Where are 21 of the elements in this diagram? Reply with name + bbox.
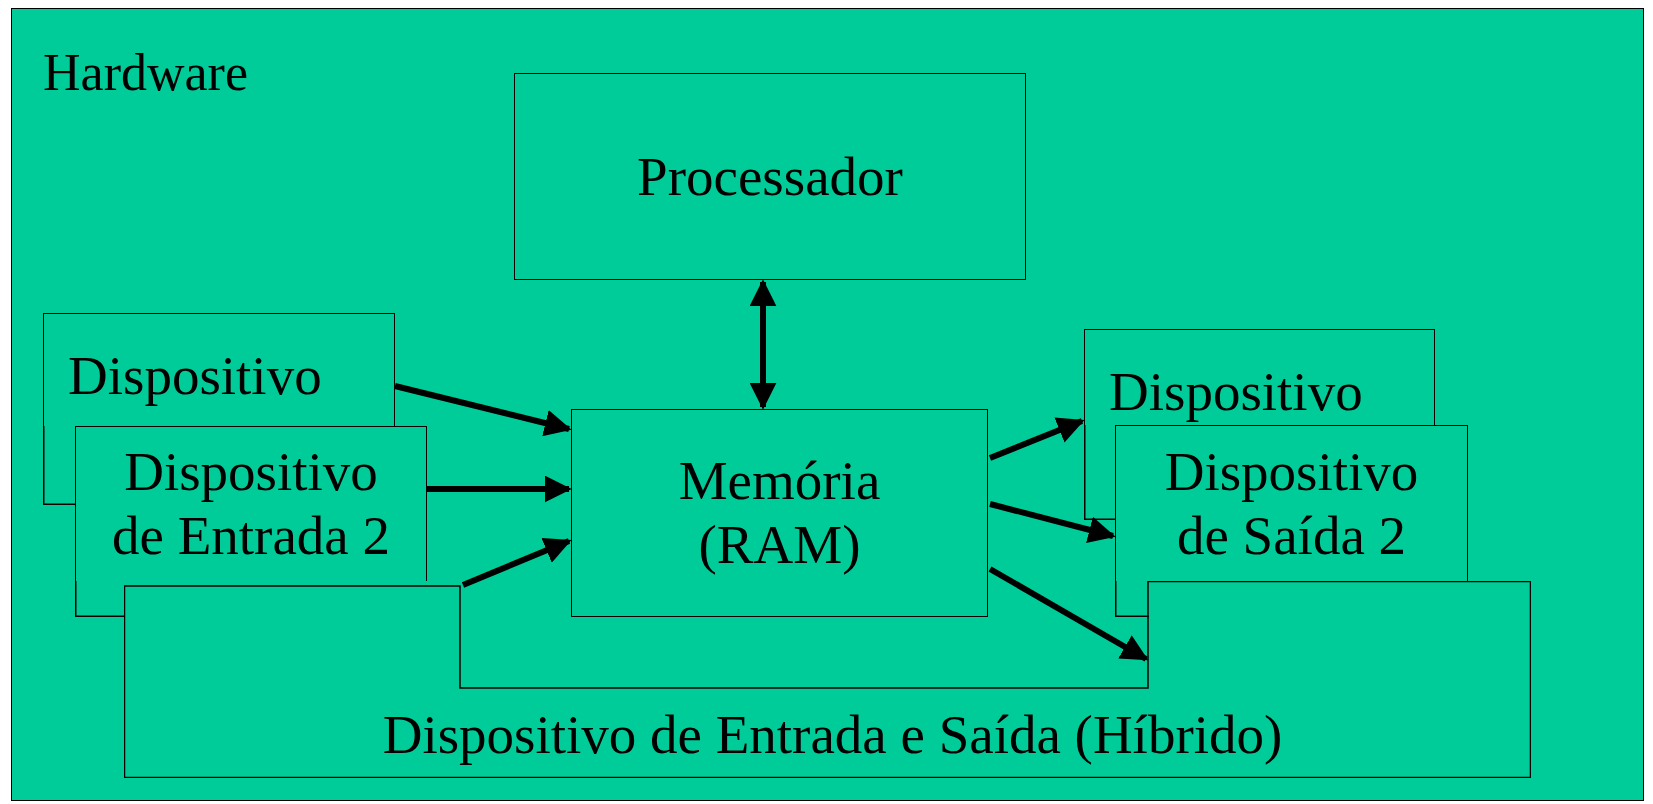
arrow bbox=[461, 537, 572, 588]
process-box bbox=[514, 73, 1026, 280]
box-label: Memória (RAM) bbox=[677, 449, 882, 577]
arrow bbox=[988, 417, 1085, 461]
box-label: Dispositivo bbox=[1109, 362, 1364, 422]
arrow bbox=[427, 475, 572, 503]
arrow bbox=[394, 383, 572, 437]
process-box bbox=[571, 409, 988, 617]
process-box bbox=[75, 426, 427, 581]
arrow bbox=[749, 279, 777, 410]
box-label: Hardware bbox=[43, 47, 248, 99]
box-label: Dispositivo bbox=[68, 346, 323, 406]
arrow bbox=[989, 501, 1116, 543]
arrow bbox=[988, 566, 1149, 662]
device-box bbox=[43, 313, 395, 426]
device-box bbox=[1084, 329, 1435, 425]
box-label: Dispositivo de Entrada 2 bbox=[111, 440, 391, 568]
box-label: Dispositivo de Saída 2 bbox=[1163, 439, 1420, 568]
process-box bbox=[1115, 425, 1468, 581]
hardware-frame bbox=[11, 8, 1644, 801]
box-label: Processador bbox=[637, 144, 903, 209]
